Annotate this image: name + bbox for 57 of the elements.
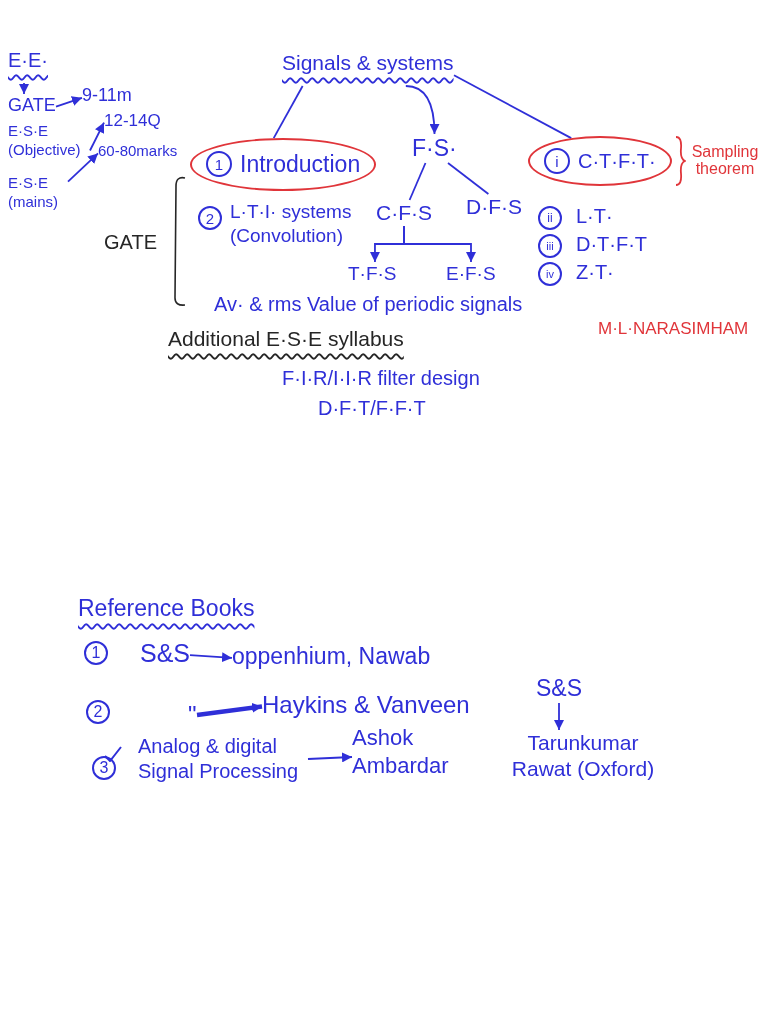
handwritten-term: 60-80marks [98, 142, 178, 161]
circled-numeral: ii [538, 206, 562, 230]
arrow [19, 82, 29, 95]
circled-numeral: iii [538, 234, 562, 258]
handwritten-term: Analog & digital Signal Processing [138, 734, 308, 784]
handwritten-term: D·F·S [466, 194, 522, 221]
arrow [196, 702, 263, 718]
arrow [89, 121, 105, 152]
note-text: Av· & rms Value of periodic signals [214, 292, 523, 317]
arrow [307, 752, 353, 763]
handwritten-term: Signals & systems [282, 50, 454, 87]
handwritten-term: C·F·S [376, 200, 432, 227]
handwritten-term: " [188, 700, 197, 730]
topic-text: L·T· [576, 204, 613, 229]
circled-numeral: iv [538, 262, 562, 286]
circled-number: 1 [84, 641, 108, 665]
handwritten-term: Ashok Ambardar [352, 724, 462, 779]
connector-line [408, 162, 427, 201]
handwritten-term: S&S [536, 674, 583, 703]
handwritten-term: Tarunkumar Rawat (Oxford) [508, 730, 658, 783]
arrow [554, 702, 564, 731]
circled-number: i [544, 148, 570, 174]
connector-line [447, 162, 490, 195]
handwritten-term: T·F·S [348, 262, 397, 286]
topic-text: D·T·F·T [576, 232, 648, 257]
connector-line [272, 85, 304, 140]
circled-number: 3 [92, 756, 116, 780]
handwritten-term: 9-11m [82, 84, 132, 107]
arrow [67, 152, 99, 183]
arrow [55, 96, 83, 108]
arrow [189, 652, 233, 663]
highlight-ellipse [528, 136, 672, 186]
handwritten-term: oppenhium, Nawab [232, 642, 431, 671]
topic-text: L·T·I· systems (Convolution) [230, 200, 353, 248]
author-name: M·L·NARASIMHAM [598, 318, 749, 340]
topic-text: Z·T· [576, 260, 614, 285]
circled-number: 2 [198, 206, 222, 230]
topic-text: C·T·F·T· [578, 148, 656, 174]
side-note: Sampling theorem [690, 144, 760, 178]
highlight-ellipse [190, 138, 377, 191]
handwritten-term: E·E· [8, 48, 48, 83]
circled-number: 2 [86, 700, 110, 724]
circled-number: 1 [206, 151, 232, 178]
handwritten-term: E·F·S [446, 262, 496, 286]
topic-text: Introduction [240, 150, 361, 179]
handwritten-term: E·S·E (mains) [8, 174, 68, 212]
handwritten-term: F·S· [412, 134, 457, 163]
handwritten-term: 12-14Q [104, 110, 161, 132]
handwritten-term: GATE [8, 94, 56, 117]
arrow [404, 85, 440, 135]
connector-line [453, 74, 573, 139]
handwritten-term: Haykins & Vanveen [262, 690, 470, 720]
handwritten-term: S&S [140, 638, 191, 670]
bracket-label: GATE [104, 230, 157, 255]
note-text: D·F·T/F·F·T [318, 396, 426, 421]
arrow [403, 225, 476, 263]
handwritten-term: E·S·E (Objective) [8, 122, 90, 160]
